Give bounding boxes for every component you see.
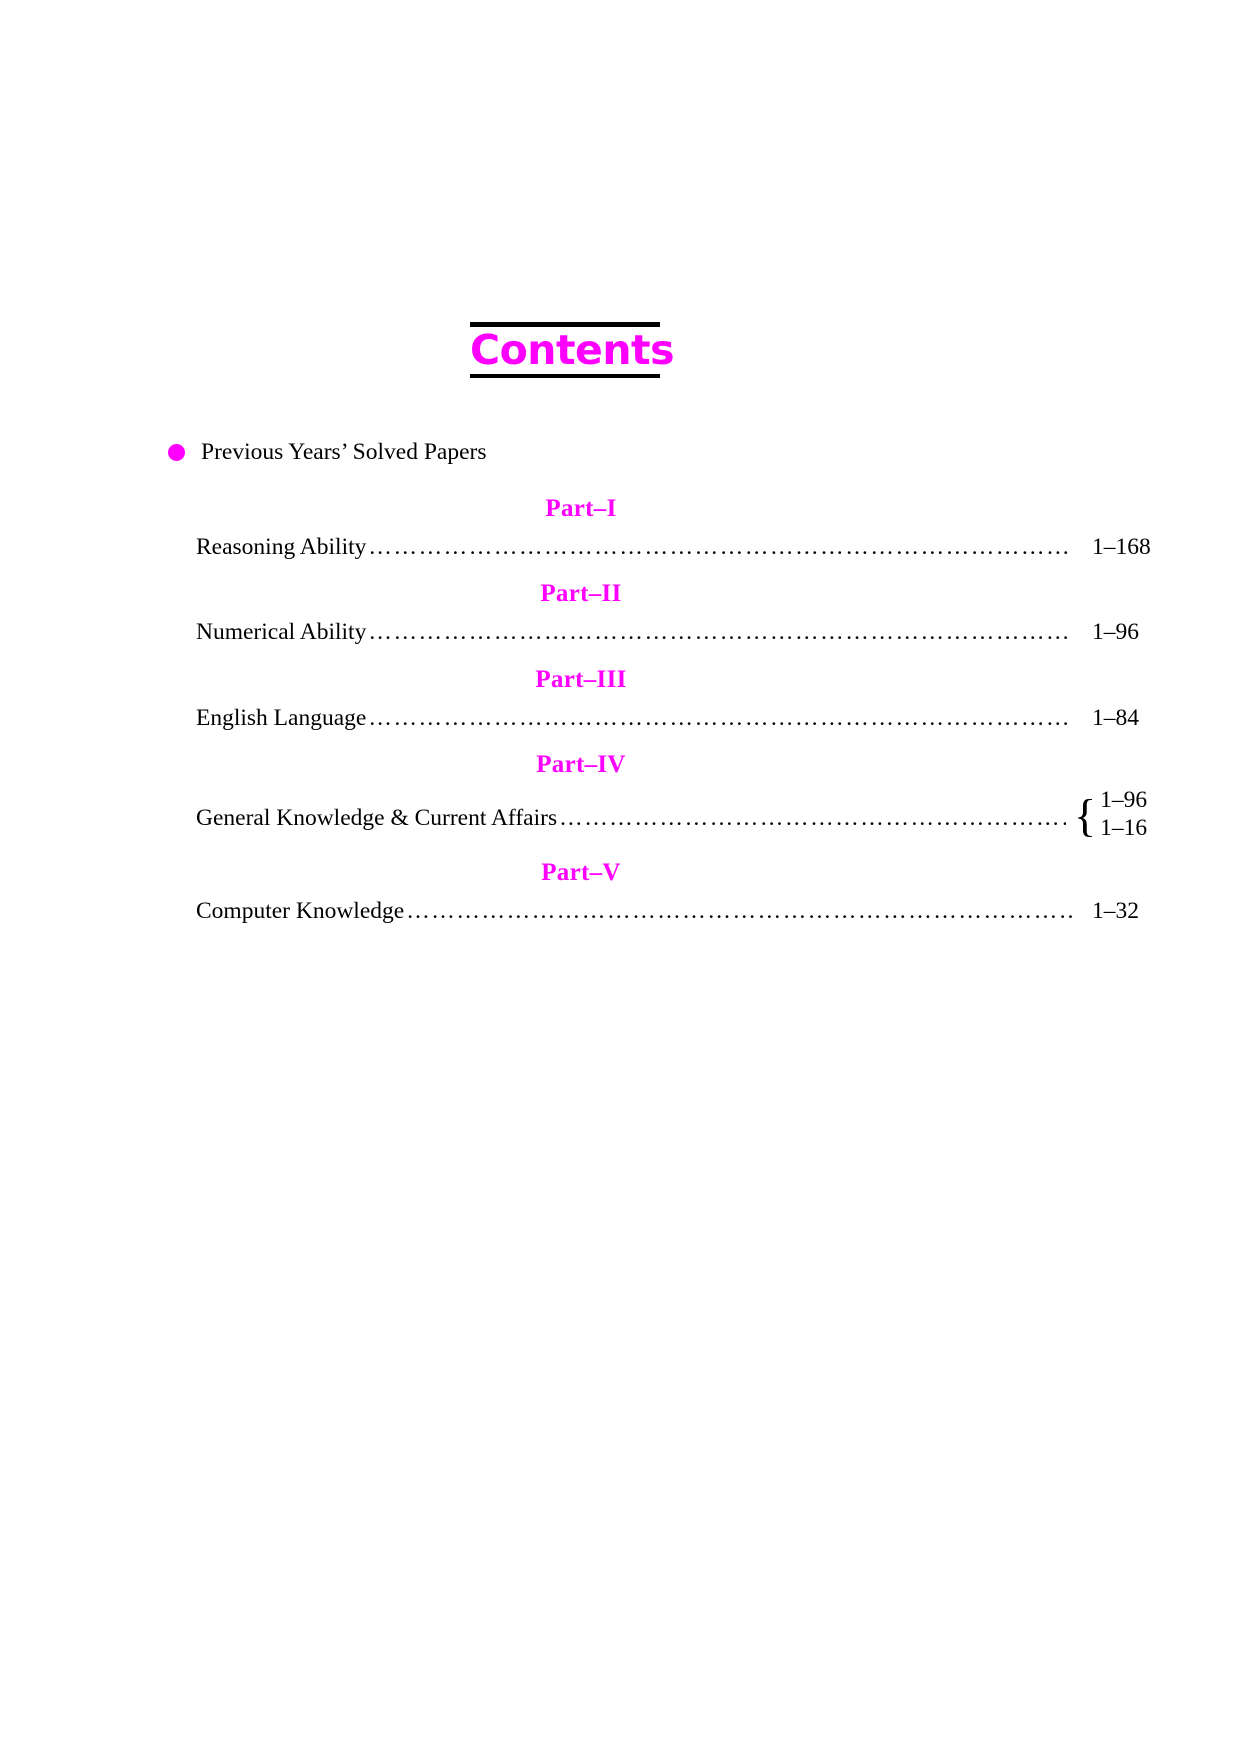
page-range: 1–168 <box>1092 534 1151 560</box>
contents-entry[interactable]: Computer Knowledge…………………………………………………………… <box>0 895 1240 927</box>
part-heading: Part–II <box>540 580 622 608</box>
part-heading: Part–IV <box>536 751 626 779</box>
left-curly-brace-icon: { <box>1074 790 1097 842</box>
contents-entry[interactable]: English Language………………………………………………………………… <box>0 702 1240 734</box>
page-range: 1–16 <box>1100 814 1148 841</box>
dot-leader: …………………………………………………………………………………………………………… <box>368 619 1072 646</box>
dot-leader: …………………………………………………………………………………………………………… <box>368 534 1072 560</box>
title-rule-top <box>470 322 660 327</box>
contents-entry[interactable]: Numerical Ability……………………………………………………………… <box>0 616 1240 648</box>
page-range: 1–96 <box>1092 619 1139 646</box>
contents-entry-title: English Language <box>196 704 367 731</box>
contents-entry-title: Computer Knowledge <box>196 897 405 924</box>
dot-leader: …………………………………………………………………………………………………………… <box>406 897 1072 924</box>
page-range: 1–32 <box>1092 897 1139 924</box>
page-title: Contents <box>470 326 675 374</box>
part-heading: Part–III <box>535 665 627 693</box>
part-group: Part–I Reasoning Ability……………………………………………… <box>0 478 1240 563</box>
contents-title-block: Contents <box>470 322 675 378</box>
contents-entry-title: General Knowledge & Current Affairs <box>196 805 558 832</box>
previous-papers-label: Previous Years’ Solved Papers <box>201 439 487 465</box>
part-heading: Part–V <box>541 858 621 886</box>
previous-papers-header: Previous Years’ Solved Papers <box>168 439 487 465</box>
dot-leader: …………………………………………………………………………………………………………… <box>559 805 1066 832</box>
part-group: Part–IV General Knowledge & Current Affai… <box>0 734 1240 842</box>
part-group: Part–V Computer Knowledge…………………………………………… <box>0 842 1240 927</box>
part-heading: Part–I <box>545 495 617 522</box>
contents-entry[interactable]: Reasoning Ability……………………………………………………………… <box>0 531 1240 563</box>
contents-entry[interactable]: General Knowledge & Current Affairs……………… <box>0 787 1240 842</box>
filled-circle-bullet-icon <box>168 444 185 462</box>
part-group: Part–III English Language…………………………………………… <box>0 649 1240 734</box>
part-group: Part–II Numerical Ability…………………………………………… <box>0 563 1240 648</box>
title-rule-bottom <box>470 373 660 378</box>
contents-entry-title: Reasoning Ability <box>196 534 367 560</box>
dot-leader: …………………………………………………………………………………………………………… <box>368 704 1072 731</box>
page-range: 1–84 <box>1092 704 1139 731</box>
page-range: 1–96 <box>1100 787 1148 814</box>
contents-entry-title: Numerical Ability <box>196 619 367 646</box>
